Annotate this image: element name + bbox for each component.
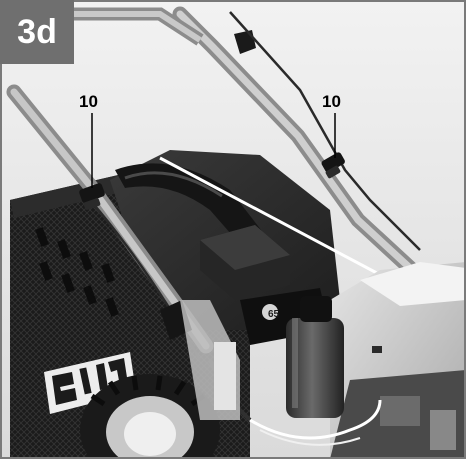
figure-label: 3d — [0, 0, 74, 64]
control-label: 65 — [268, 309, 280, 320]
cover-handle — [115, 163, 265, 250]
callout-label-left: 10 — [79, 92, 98, 111]
cable-clip-left — [79, 183, 105, 210]
wheel-front — [80, 374, 220, 464]
oil-bottle — [286, 296, 344, 418]
callout-label-right: 10 — [322, 92, 341, 111]
cable-clip-right — [321, 152, 345, 179]
bag-vent-slots — [35, 227, 119, 317]
control-cable — [229, 11, 421, 251]
